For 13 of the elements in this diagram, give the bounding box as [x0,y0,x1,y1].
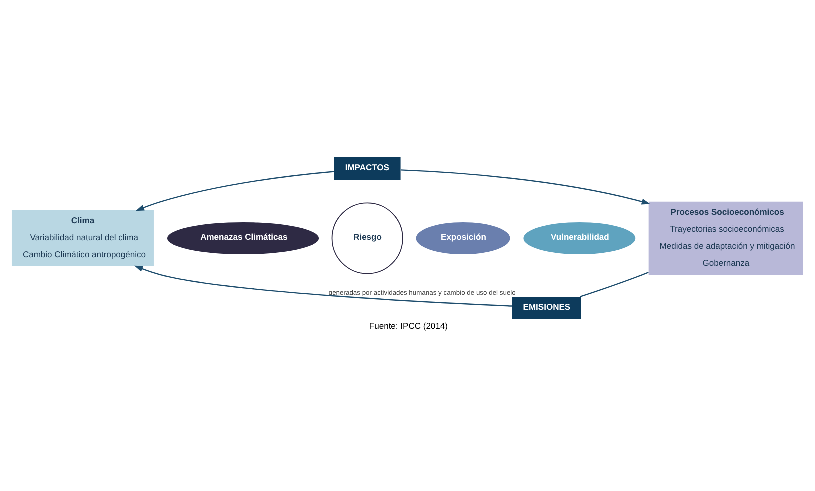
connector [580,272,649,298]
arrow [136,171,334,212]
node-ellipse: Exposición [416,222,510,255]
node-ellipse: Amenazas Climáticas [167,222,320,255]
caption: Fuente: IPCC (2014) [369,320,448,331]
node-box: EMISIONES [512,297,582,320]
arrow [134,266,512,307]
node-circle: Riesgo [332,202,404,274]
node-ellipse: Vulnerabilidad [524,222,636,255]
node-box: IMPACTOS [334,157,401,180]
arrow [400,170,650,205]
node-box: Clima Variabilidad natural del clima Cambio Climático antropogénico [12,210,154,267]
node-box: Procesos Socioeconómicos Trayectorias socioeconómicas Medidas de adaptación y mitigación Gobernanza [648,202,804,276]
